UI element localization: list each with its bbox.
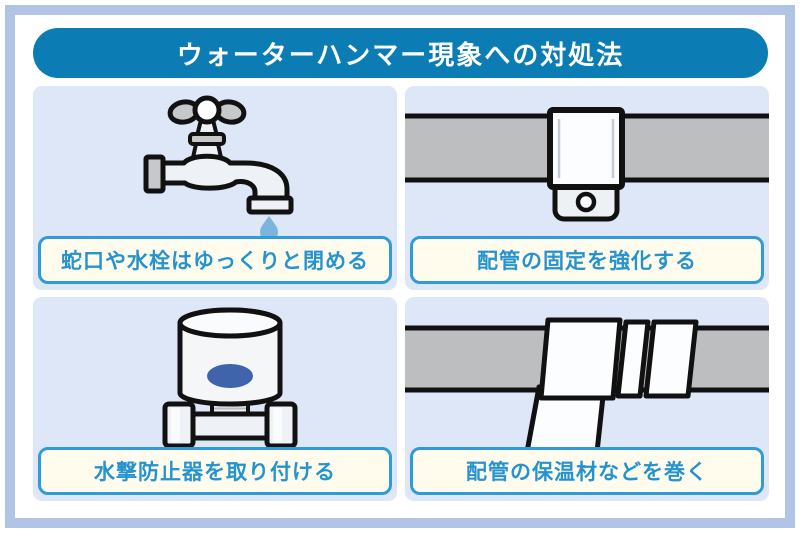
panel-close-faucet-slowly: 蛇口や水栓はゆっくりと閉める [33,86,397,290]
caption-text: 水撃防止器を取り付ける [94,461,336,484]
caption-text: 配管の保温材などを巻く [466,461,708,484]
insulation-band-medium [643,319,699,399]
arrester-badge [207,364,253,388]
insulation-band-narrow [615,319,651,399]
panel-install-arrester: 水撃防止器を取り付ける [33,297,397,501]
faucet-icon [143,95,294,241]
faucet-body [160,153,290,203]
title-banner: ウォーターハンマー現象への対処法 [33,28,768,78]
clamp-screw-hole [575,191,597,213]
faucet-spout-tip [246,195,294,215]
insulated-pipe-icon [405,317,769,455]
faucet-handle-center [192,95,222,125]
water-hammer-arrester-illustration [162,307,298,449]
arrester-left-cap-highlight [171,408,180,442]
insulation-band-wide [538,317,623,401]
insulated-pipe-illustration [405,317,769,455]
caption-text: 配管の固定を強化する [477,250,697,273]
caption-wrap-insulation: 配管の保温材などを巻く [410,447,764,495]
caption-install-arrester: 水撃防止器を取り付ける [38,447,392,495]
panel-wrap-insulation: 配管の保温材などを巻く [405,297,769,501]
caption-text: 蛇口や水栓はゆっくりと閉める [61,250,369,273]
caption-close-faucet-slowly: 蛇口や水栓はゆっくりと閉める [38,236,392,284]
water-drop-icon [260,216,278,241]
page-title: ウォーターハンマー現象への対処法 [176,39,625,70]
arrester-right-cap-highlight [273,408,282,442]
panel-reinforce-pipe-fixing: 配管の固定を強化する [405,86,769,290]
pipe-clamp-icon [405,107,769,222]
caption-reinforce-pipe-fixing: 配管の固定を強化する [410,236,764,284]
pipe-clamp-illustration [405,107,769,222]
arrester-icon [162,307,298,449]
clamp-saddle [547,107,625,190]
dripping-faucet-illustration [143,95,294,241]
faucet-wall-flange [143,154,166,194]
arrester-tank-top [177,307,283,339]
